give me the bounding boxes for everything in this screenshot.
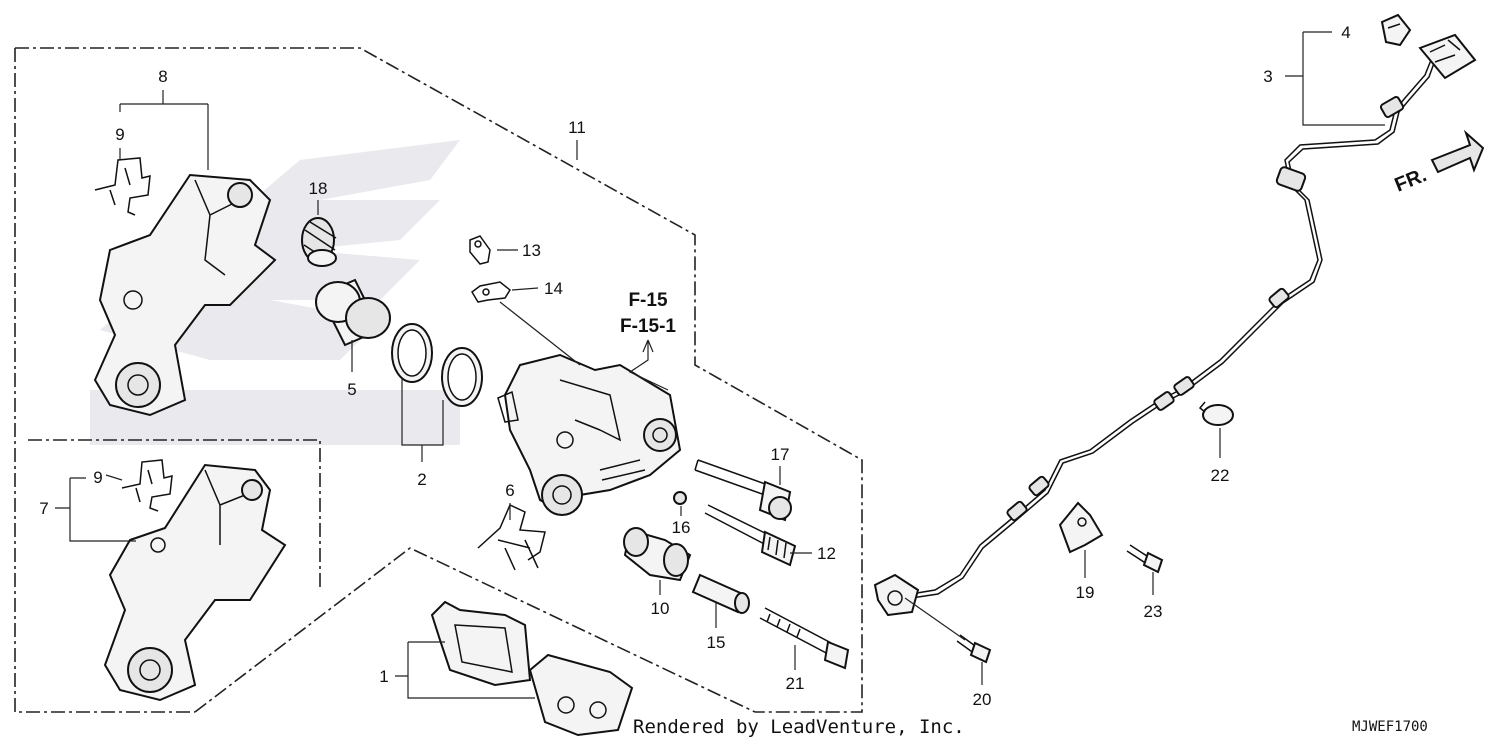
pad-spring-upper — [94, 157, 151, 216]
sensor-bolt — [956, 634, 992, 664]
pin-sleeve — [691, 573, 750, 614]
callout-23: 23 — [1144, 602, 1163, 621]
front-direction-arrow — [1430, 129, 1485, 174]
callout-17: 17 — [771, 445, 790, 464]
callout-21: 21 — [786, 674, 805, 693]
callout-8: 8 — [158, 67, 167, 86]
callout-18: 18 — [309, 179, 328, 198]
pin-plug — [673, 491, 687, 505]
bleeder-screw — [471, 281, 511, 303]
pin-boot — [623, 527, 692, 582]
brake-pad-lower — [528, 653, 634, 737]
assembly-boundaries — [14, 47, 863, 713]
harness-clamp — [1198, 401, 1234, 426]
bleeder-cap — [469, 235, 491, 265]
callout-9: 9 — [115, 125, 124, 144]
pad-spring-caliper — [477, 503, 546, 571]
reference-label-1: F-15 — [628, 290, 668, 311]
callout-22: 22 — [1211, 466, 1230, 485]
pad-spring-lower — [121, 459, 173, 512]
callout-3: 3 — [1263, 67, 1272, 86]
piston-seals — [391, 323, 483, 407]
caliper-body — [497, 353, 682, 516]
sensor-stay — [1058, 501, 1104, 554]
wheel-speed-sensor-harness — [873, 33, 1477, 617]
callout-labels: 8 9 18 11 13 14 5 2 6 9 7 17 16 12 10 15… — [39, 23, 1350, 709]
callout-15: 15 — [707, 633, 726, 652]
callout-4: 4 — [1341, 23, 1350, 42]
front-direction-label: FR. — [1392, 164, 1430, 196]
harness-grommet — [1380, 13, 1412, 47]
slide-pin — [704, 504, 797, 567]
diagram-code: MJWEF1700 — [1352, 719, 1428, 735]
callout-2: 2 — [417, 470, 426, 489]
callout-11: 11 — [568, 118, 586, 137]
callout-1: 1 — [379, 667, 388, 686]
callout-20: 20 — [973, 690, 992, 709]
reference-label-2: F-15-1 — [620, 316, 676, 337]
caliper-bracket-lower — [103, 463, 287, 702]
callout-16: 16 — [672, 518, 691, 537]
credit-text: Rendered by LeadVenture, Inc. — [633, 716, 965, 738]
callout-7: 7 — [39, 499, 48, 518]
callout-12: 12 — [817, 544, 836, 563]
caliper-bracket-upper — [93, 173, 277, 417]
mounting-bolt-caliper — [759, 607, 850, 670]
callout-14: 14 — [544, 279, 563, 298]
piston — [315, 278, 391, 347]
leader-lines — [55, 31, 1385, 699]
callout-10: 10 — [651, 599, 670, 618]
callout-5: 5 — [347, 380, 356, 399]
piston-boot — [301, 217, 337, 267]
callout-19: 19 — [1076, 583, 1095, 602]
callout-9-lower: 9 — [93, 468, 102, 487]
callout-6: 6 — [505, 481, 514, 500]
brake-pad-upper — [430, 600, 532, 687]
pad-pin-upper — [694, 459, 792, 522]
callout-13: 13 — [522, 241, 541, 260]
stay-bolt — [1126, 544, 1164, 574]
